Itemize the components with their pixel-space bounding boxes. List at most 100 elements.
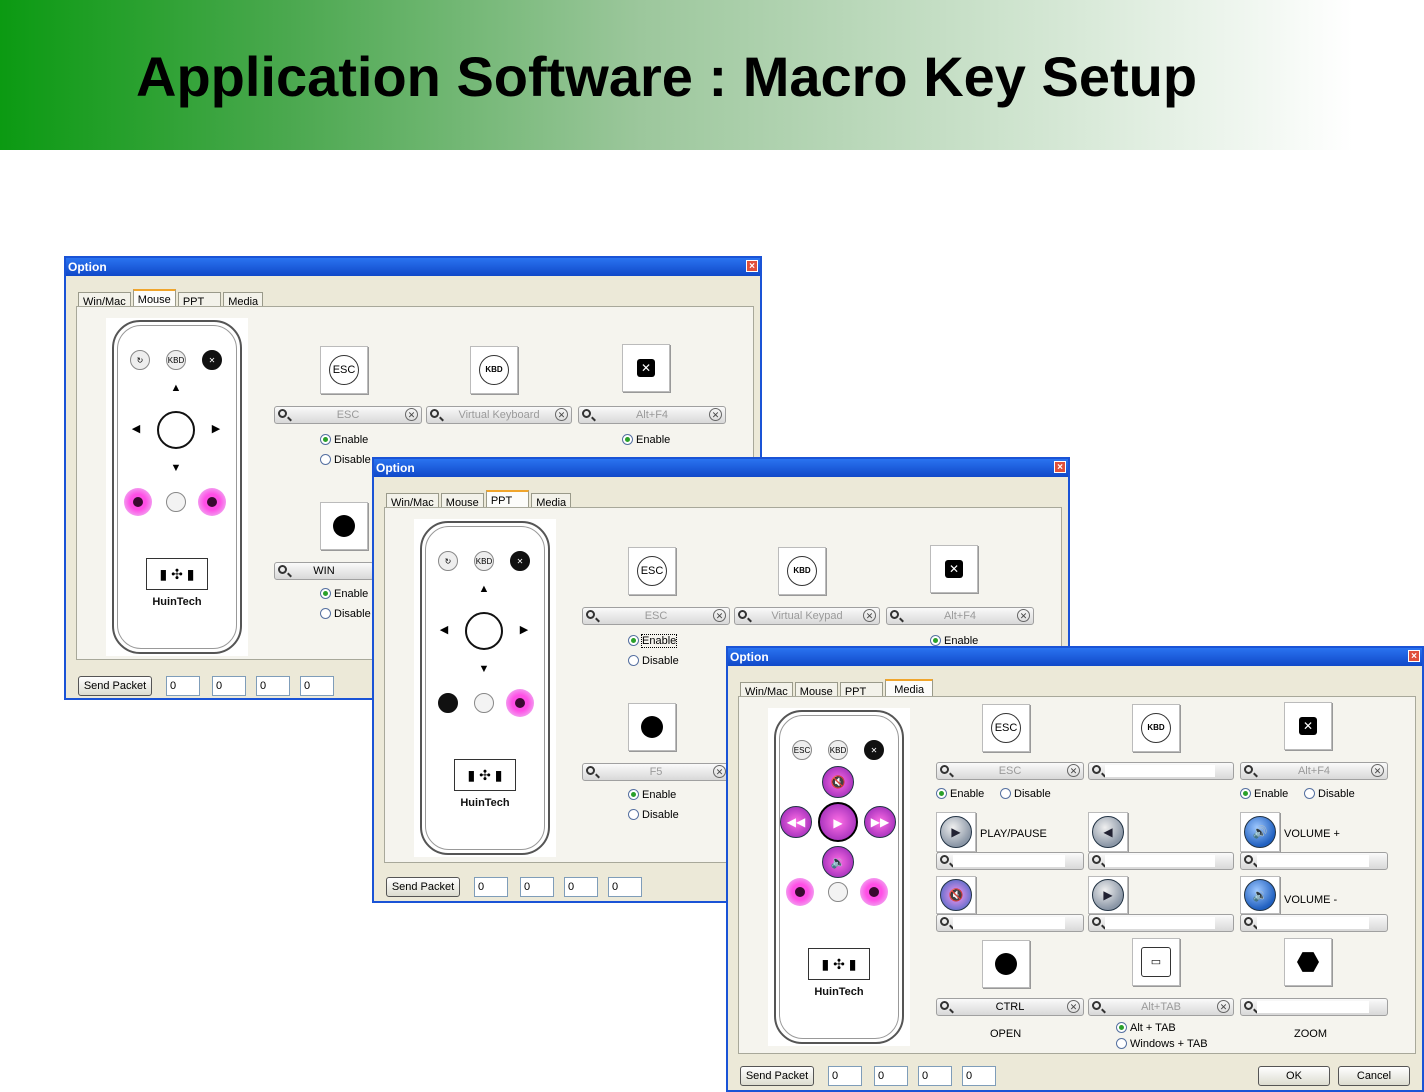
f5-key[interactable] xyxy=(628,703,676,751)
play-pause-key[interactable]: ▶ xyxy=(936,812,976,852)
close-icon[interactable]: × xyxy=(1408,650,1420,662)
open-key[interactable] xyxy=(982,940,1030,988)
packet-value-2[interactable]: 0 xyxy=(520,877,554,897)
mute-icon: 🔇 xyxy=(822,766,854,798)
alt-tab-field[interactable]: Alt+TAB✕ xyxy=(1088,998,1234,1016)
ok-button[interactable]: OK xyxy=(1258,1066,1330,1086)
left-pink-button-icon xyxy=(786,878,814,906)
esc-disable-radio[interactable]: Disable xyxy=(1000,788,1051,800)
play-pause-field[interactable] xyxy=(936,852,1084,870)
windows-tab-radio[interactable]: Windows + TAB xyxy=(1116,1038,1208,1050)
remote-image: ESC KBD ✕ 🔇 ◀◀ ▶ ▶▶ 🔉 ▮ ✣ ▮ HuinTech xyxy=(768,708,910,1046)
win-disable-radio[interactable]: Disable xyxy=(320,608,371,620)
esc-key[interactable]: ESC xyxy=(982,704,1030,752)
ctrl-field[interactable]: CTRL✕ xyxy=(936,998,1084,1016)
esc-enable-radio[interactable]: Enable xyxy=(936,788,984,800)
alt-f4-field[interactable]: Alt+F4✕ xyxy=(578,406,726,424)
dialog-titlebar: Option × xyxy=(374,459,1068,477)
kbd-key[interactable]: KBD xyxy=(1132,704,1180,752)
esc-key[interactable]: ESC xyxy=(628,547,676,595)
prev-track-icon: ◀◀ xyxy=(780,806,812,838)
vol-down-key[interactable]: 🔉 xyxy=(1240,876,1280,914)
packet-value-2[interactable]: 0 xyxy=(874,1066,908,1086)
packet-value-1[interactable]: 0 xyxy=(474,877,508,897)
play-pause-label: PLAY/PAUSE xyxy=(980,828,1047,840)
enable-radio-right[interactable]: Enable xyxy=(622,434,670,446)
close-icon[interactable]: × xyxy=(1054,461,1066,473)
packet-value-4[interactable]: 0 xyxy=(962,1066,996,1086)
cancel-button[interactable]: Cancel xyxy=(1338,1066,1410,1086)
arrow-left-icon: ◀ xyxy=(439,624,449,636)
remote-logo-icon: ▮ ✣ ▮ xyxy=(808,948,870,980)
win-field[interactable]: WIN xyxy=(274,562,374,580)
alt-f4-field[interactable]: Alt+F4✕ xyxy=(886,607,1034,625)
prev-field[interactable] xyxy=(1088,852,1234,870)
win-key[interactable] xyxy=(320,502,368,550)
close-icon[interactable]: × xyxy=(746,260,758,272)
alt-tab-radio[interactable]: Alt + TAB xyxy=(1116,1022,1176,1034)
next-key[interactable]: ▶ xyxy=(1088,876,1128,914)
kbd-key[interactable]: KBD xyxy=(470,346,518,394)
esc-key[interactable]: ESC xyxy=(320,346,368,394)
f5-enable-radio[interactable]: Enable xyxy=(628,789,676,801)
arrow-up-icon: ▲ xyxy=(478,583,490,595)
left-dot-button-icon xyxy=(438,693,458,713)
alt-tab-key[interactable]: ▭ xyxy=(1132,938,1180,986)
arrow-down-icon: ▼ xyxy=(170,462,182,474)
mute-key[interactable]: 🔇 xyxy=(936,876,976,914)
esc-icon: ESC xyxy=(792,740,812,760)
alt-f4-field[interactable]: Alt+F4✕ xyxy=(1240,762,1388,780)
right-pink-button-icon xyxy=(506,689,534,717)
packet-value-3[interactable]: 0 xyxy=(256,676,290,696)
prev-key[interactable]: ◀ xyxy=(1088,812,1128,852)
esc-field[interactable]: ESC✕ xyxy=(936,762,1084,780)
kbd-icon: KBD xyxy=(828,740,848,760)
virtual-keyboard-field[interactable]: Virtual Keyboard✕ xyxy=(426,406,572,424)
virtual-keypad-field[interactable]: Virtual Keypad✕ xyxy=(734,607,880,625)
close-key[interactable]: ✕ xyxy=(930,545,978,593)
alt-f4-enable-radio[interactable]: Enable xyxy=(1240,788,1288,800)
vol-up-field[interactable] xyxy=(1240,852,1388,870)
send-packet-button[interactable]: Send Packet xyxy=(78,676,152,696)
vol-down-field[interactable] xyxy=(1240,914,1388,932)
disable-radio[interactable]: Disable xyxy=(320,454,371,466)
esc-field[interactable]: ESC✕ xyxy=(274,406,422,424)
packet-value-4[interactable]: 0 xyxy=(608,877,642,897)
remote-brand: HuinTech xyxy=(152,596,202,608)
next-field[interactable] xyxy=(1088,914,1234,932)
packet-value-1[interactable]: 0 xyxy=(828,1066,862,1086)
alt-f4-disable-radio[interactable]: Disable xyxy=(1304,788,1355,800)
vol-up-key[interactable]: 🔊 xyxy=(1240,812,1280,852)
volume-up-label: VOLUME + xyxy=(1284,828,1340,840)
disable-radio[interactable]: Disable xyxy=(628,655,679,667)
kbd-key[interactable]: KBD xyxy=(778,547,826,595)
zoom-field[interactable] xyxy=(1240,998,1388,1016)
packet-value-4[interactable]: 0 xyxy=(300,676,334,696)
zoom-key[interactable] xyxy=(1284,938,1332,986)
f5-disable-radio[interactable]: Disable xyxy=(628,809,679,821)
packet-value-2[interactable]: 0 xyxy=(212,676,246,696)
packet-value-3[interactable]: 0 xyxy=(918,1066,952,1086)
dialog-titlebar: Option × xyxy=(728,648,1422,666)
right-pink-button-icon xyxy=(860,878,888,906)
close-key-icon: ✕ xyxy=(864,740,884,760)
arrow-right-icon: ▶ xyxy=(519,624,529,636)
middle-gray-button-icon xyxy=(828,882,848,902)
send-packet-button[interactable]: Send Packet xyxy=(740,1066,814,1086)
enable-radio[interactable]: Enable xyxy=(628,634,678,648)
send-packet-button[interactable]: Send Packet xyxy=(386,877,460,897)
enable-radio[interactable]: Enable xyxy=(320,434,368,446)
close-key[interactable]: ✕ xyxy=(1284,702,1332,750)
esc-field[interactable]: ESC✕ xyxy=(582,607,730,625)
option-dialog-media: Option × Win/Mac Mouse PPT Media ESC KBD… xyxy=(726,646,1424,1092)
mute-field[interactable] xyxy=(936,914,1084,932)
packet-value-1[interactable]: 0 xyxy=(166,676,200,696)
f5-field[interactable]: F5✕ xyxy=(582,763,730,781)
win-enable-radio[interactable]: Enable xyxy=(320,588,368,600)
close-key[interactable]: ✕ xyxy=(622,344,670,392)
zoom-label: ZOOM xyxy=(1294,1028,1327,1040)
packet-value-3[interactable]: 0 xyxy=(564,877,598,897)
volume-down-label: VOLUME - xyxy=(1284,894,1338,906)
kbd-field[interactable] xyxy=(1088,762,1234,780)
enable-radio-right[interactable]: Enable xyxy=(930,635,978,647)
